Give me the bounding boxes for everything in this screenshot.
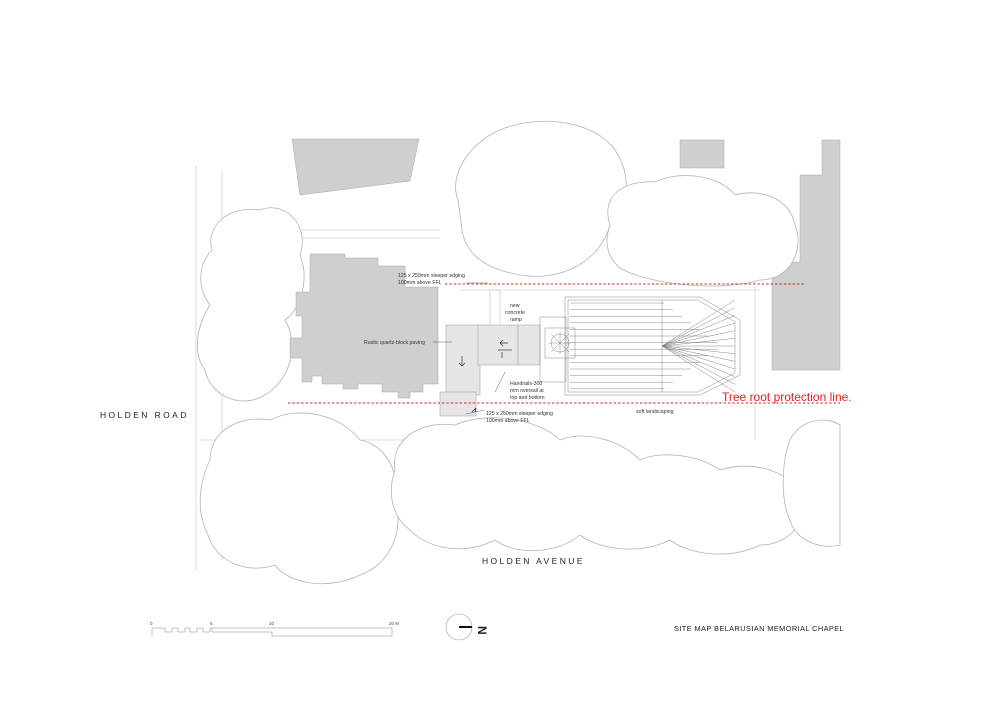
tree-south-west bbox=[199, 412, 399, 585]
scale-label-20m: 20 M bbox=[389, 621, 399, 626]
sleeper-edging-north-note-2: 100mm above FFL bbox=[398, 280, 442, 286]
ramp-note-2: concrete bbox=[505, 310, 525, 316]
scale-label-0: 0 bbox=[150, 621, 153, 626]
sleeper-edging-south-note-2: 100mm above FFL bbox=[486, 418, 530, 424]
chapel-porch bbox=[517, 324, 541, 366]
roof-line bbox=[661, 315, 736, 347]
tree-north-large bbox=[455, 120, 627, 277]
handrails-note-3: top and bottom bbox=[510, 395, 545, 401]
paving-area bbox=[439, 289, 541, 417]
roof-line bbox=[661, 338, 736, 347]
sleeper-edging-south-note: 125 x 250mm sleeper edging bbox=[486, 411, 553, 417]
ramp-note: new bbox=[510, 303, 520, 309]
north-arrow-label: N bbox=[475, 626, 489, 635]
roof-line bbox=[661, 345, 736, 377]
roof-line bbox=[661, 307, 736, 347]
quartz-block-paving bbox=[445, 324, 481, 396]
handrails-note-2: mm oversail at bbox=[510, 388, 544, 394]
roof-line bbox=[661, 299, 736, 347]
paving-lower bbox=[439, 391, 477, 417]
holden-avenue-label: HOLDEN AVENUE bbox=[482, 556, 585, 566]
tree-north-east-1 bbox=[606, 175, 799, 287]
roof-line bbox=[661, 345, 736, 362]
roof-line bbox=[661, 345, 736, 393]
tree-canopies bbox=[197, 120, 841, 585]
ramp-note-3: ramp bbox=[510, 317, 522, 323]
holden-road-label: HOLDEN ROAD bbox=[100, 410, 189, 420]
chapel-roof-plan bbox=[539, 296, 741, 396]
roof-line bbox=[661, 322, 736, 347]
scale-bar: 0 5 10 20 M bbox=[150, 621, 399, 637]
soft-landscaping-note: soft landscaping bbox=[636, 409, 674, 415]
tree-root-protection-label: Tree root protection line. bbox=[722, 390, 852, 404]
paving-note: Rustic quartz-block paving bbox=[364, 340, 425, 346]
scale-label-10: 10 bbox=[269, 621, 275, 626]
direction-arrows bbox=[458, 339, 512, 413]
leader-lines bbox=[433, 282, 506, 415]
drawing-title: SITE MAP BELARUSIAN MEMORIAL CHAPEL bbox=[674, 624, 844, 633]
roof-line bbox=[661, 345, 736, 370]
tree-west bbox=[197, 207, 305, 402]
roof-line bbox=[661, 330, 736, 347]
roof-line bbox=[661, 345, 736, 385]
ramp bbox=[477, 324, 519, 366]
building-north-east bbox=[679, 139, 725, 169]
tree-south-middle bbox=[390, 417, 803, 555]
roof-line bbox=[661, 345, 736, 354]
tree-south-east bbox=[782, 419, 841, 547]
sleeper-edging-north-note: 125 x 250mm sleeper edging bbox=[398, 273, 465, 279]
scale-label-5: 5 bbox=[210, 621, 213, 626]
north-arrow: N bbox=[445, 613, 489, 641]
building-north-west bbox=[291, 138, 420, 196]
hall-building bbox=[289, 253, 439, 399]
handrails-note: Handrails-300 bbox=[510, 381, 542, 387]
